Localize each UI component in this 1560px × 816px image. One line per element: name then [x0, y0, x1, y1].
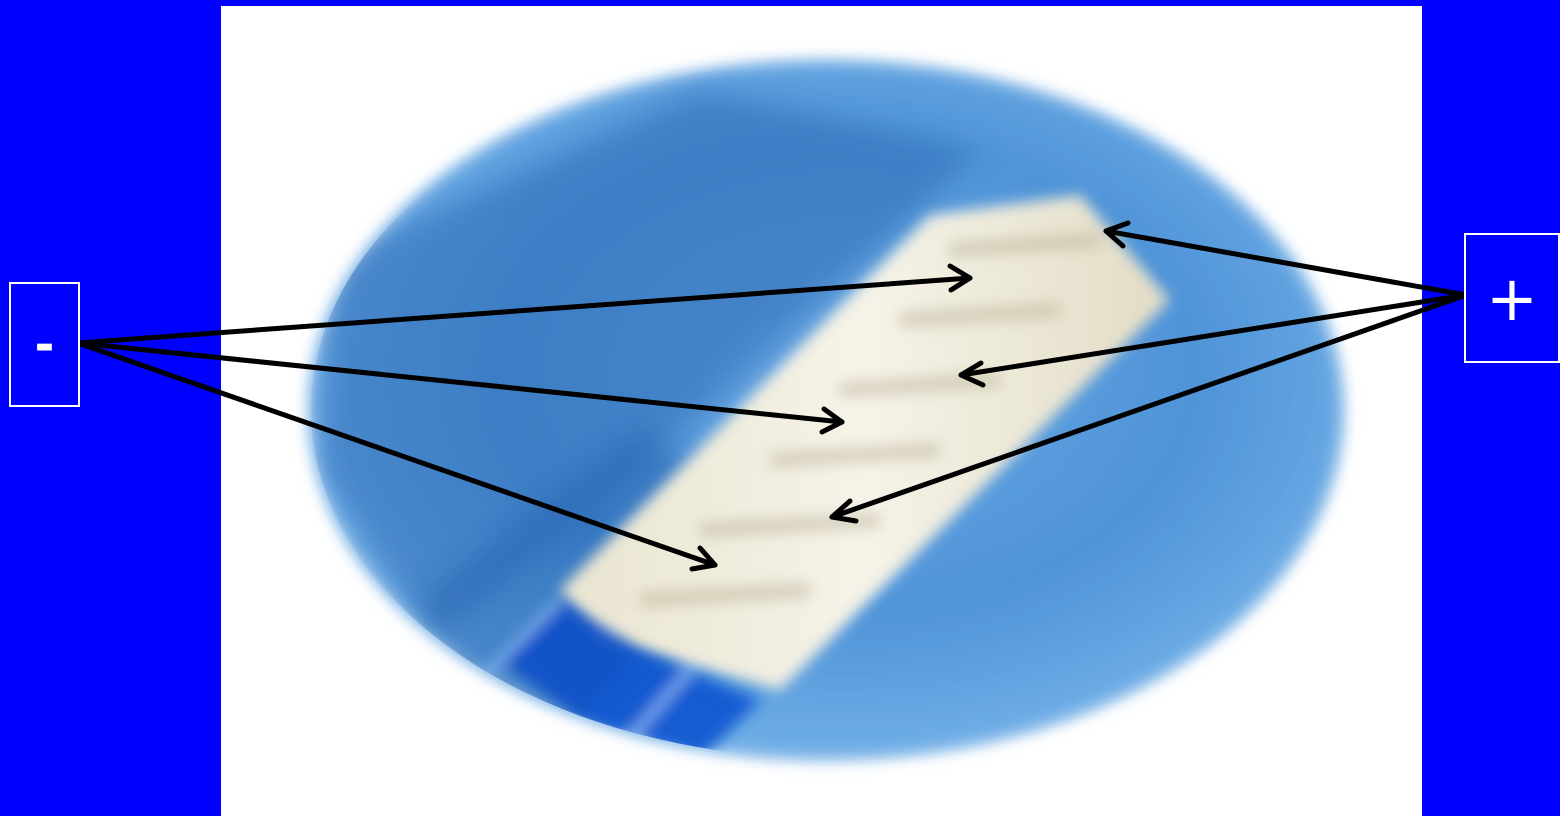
- positive-label-box: +: [1464, 233, 1560, 363]
- negative-label: -: [35, 317, 55, 373]
- negative-label-box: -: [9, 282, 80, 407]
- positive-label: +: [1486, 262, 1538, 335]
